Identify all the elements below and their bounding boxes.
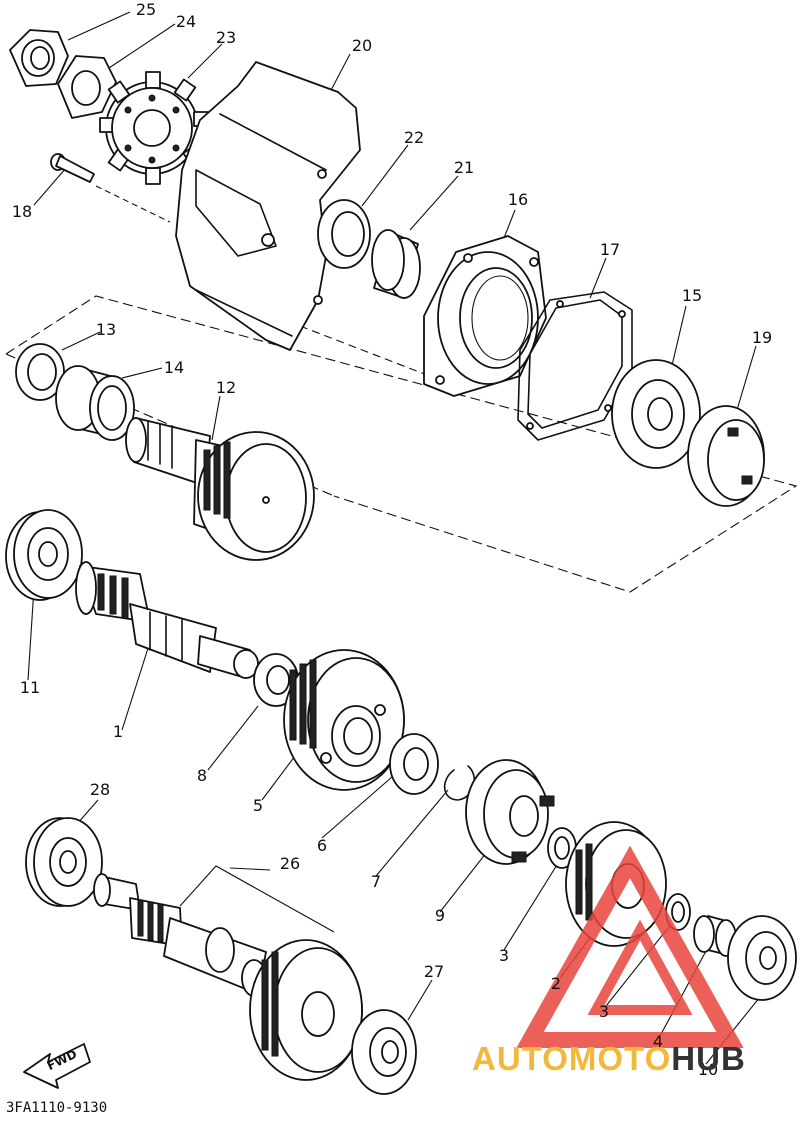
callout-27: 27 bbox=[423, 962, 445, 981]
fwd-arrow-icon bbox=[23, 1043, 91, 1089]
part-7-circlip bbox=[443, 765, 476, 801]
part-8-washer bbox=[253, 653, 299, 707]
part-23-sprocket bbox=[99, 71, 209, 185]
callout-3-upper: 3 bbox=[498, 946, 510, 965]
part-25-nut bbox=[9, 29, 69, 87]
callout-18: 18 bbox=[11, 202, 33, 221]
callout-10: 10 bbox=[697, 1060, 719, 1079]
callout-23: 23 bbox=[215, 28, 237, 47]
part-5-gear bbox=[283, 649, 405, 791]
part-28-bearing bbox=[25, 817, 103, 907]
part-19-ring-nut bbox=[687, 405, 765, 507]
callout-19: 19 bbox=[751, 328, 773, 347]
subassembly-outline bbox=[5, 295, 798, 593]
callout-24: 24 bbox=[175, 12, 197, 31]
callout-3-lower: 3 bbox=[598, 1002, 610, 1021]
part-6-washer bbox=[389, 733, 439, 795]
watermark-logo: AUTOMOTOHUB bbox=[472, 1040, 746, 1078]
callout-11: 11 bbox=[19, 678, 41, 697]
callout-9: 9 bbox=[434, 906, 446, 925]
diagram-code: 3FA1110-9130 bbox=[6, 1100, 108, 1116]
part-3-washer-a bbox=[547, 827, 577, 869]
watermark-triangle-icon bbox=[516, 845, 744, 1048]
part-27-bearing bbox=[351, 1009, 417, 1095]
callout-20: 20 bbox=[351, 36, 373, 55]
part-18-bolt bbox=[50, 153, 95, 183]
part-21-collar bbox=[371, 229, 421, 299]
part-1-main-shaft bbox=[75, 561, 259, 679]
part-26-drive-axle bbox=[93, 873, 363, 1081]
callout-6: 6 bbox=[316, 836, 328, 855]
callout-25: 25 bbox=[135, 0, 157, 19]
part-15-bearing bbox=[611, 359, 701, 469]
part-4-collar bbox=[693, 915, 737, 957]
callout-28: 28 bbox=[89, 780, 111, 799]
callout-16: 16 bbox=[507, 190, 529, 209]
part-9-dog-clutch bbox=[465, 759, 555, 865]
part-13-washer bbox=[15, 343, 65, 401]
callout-15: 15 bbox=[681, 286, 703, 305]
part-17-gasket bbox=[517, 291, 633, 441]
callout-13: 13 bbox=[95, 320, 117, 339]
callout-26: 26 bbox=[279, 854, 301, 873]
part-16-housing bbox=[423, 235, 547, 397]
callout-5: 5 bbox=[252, 796, 264, 815]
part-11-bearing bbox=[5, 509, 83, 601]
callout-8: 8 bbox=[196, 766, 208, 785]
callout-17: 17 bbox=[599, 240, 621, 259]
callout-14: 14 bbox=[163, 358, 185, 377]
callout-22: 22 bbox=[403, 128, 425, 147]
watermark-text-hub: HUB bbox=[671, 1040, 746, 1077]
watermark-text-automoto: AUTOMOTO bbox=[472, 1040, 672, 1077]
part-12-gear-shaft bbox=[125, 417, 315, 561]
callout-12: 12 bbox=[215, 378, 237, 397]
part-22-oil-seal bbox=[317, 199, 371, 269]
part-10-bearing bbox=[727, 915, 797, 1001]
callout-7: 7 bbox=[370, 872, 382, 891]
callout-21: 21 bbox=[453, 158, 475, 177]
part-14-bearing bbox=[55, 365, 135, 441]
callout-2: 2 bbox=[550, 974, 562, 993]
part-24-lock-washer bbox=[57, 55, 117, 119]
callout-1: 1 bbox=[112, 722, 124, 741]
part-20-cover bbox=[175, 61, 361, 351]
callout-4: 4 bbox=[652, 1032, 664, 1051]
